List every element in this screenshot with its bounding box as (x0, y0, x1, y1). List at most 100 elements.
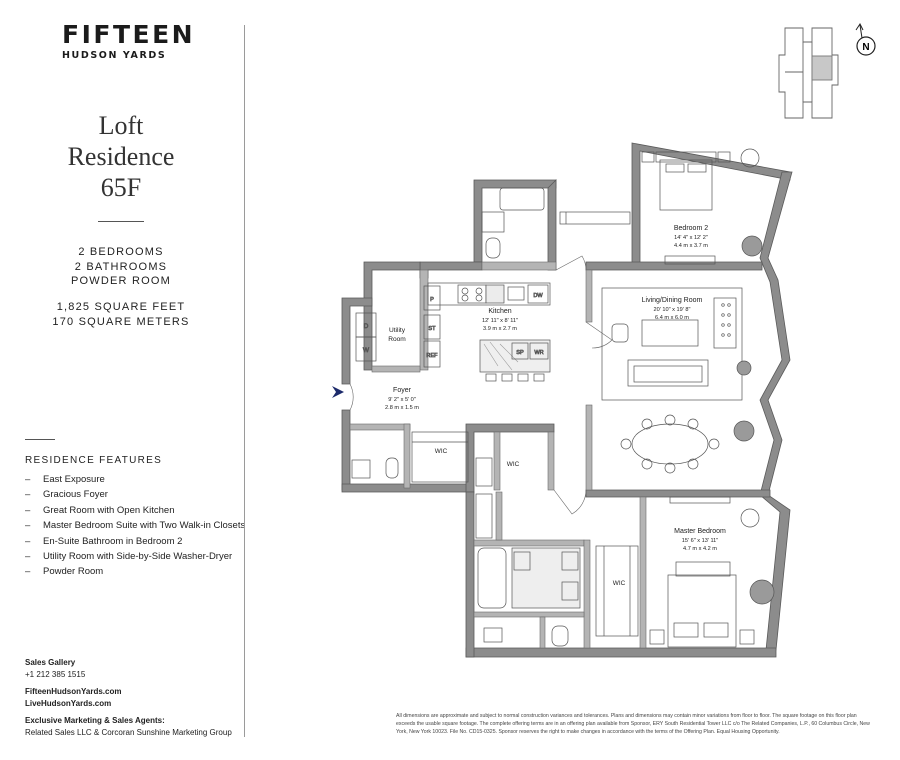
room-dim-metric-kitchen: 3.9 m x 2.7 m (483, 326, 517, 332)
room-name-foyer: Foyer (393, 387, 412, 394)
website-link[interactable]: LiveHudsonYards.com (25, 698, 112, 708)
wic-label: WIC (507, 461, 520, 468)
bed-icon (659, 159, 713, 211)
chair-icon (740, 148, 760, 168)
room-dim-metric-master: 4.7 m x 4.2 m (683, 546, 717, 552)
sales-phone: +1 212 385 1515 (25, 669, 86, 679)
website-links: FifteenHudsonYards.com LiveHudsonYards.c… (25, 686, 121, 709)
sink-icon (483, 627, 503, 643)
bathtub-icon (477, 547, 507, 609)
dishwasher-label: DW (533, 293, 543, 299)
wine-fridge-label: WR (534, 350, 543, 356)
feature-item: –Powder Room (25, 566, 104, 578)
room-dim-metric-bedroom2: 4.4 m x 3.7 m (674, 243, 708, 249)
plant-icon (749, 579, 775, 605)
features-divider (25, 439, 55, 440)
title-divider (98, 221, 144, 222)
floor-plan: N (332, 23, 876, 658)
residence-title-line: Residence (67, 142, 175, 171)
door-swings (349, 255, 613, 515)
sales-gallery-label: Sales Gallery (25, 658, 76, 667)
area-rug (601, 287, 743, 401)
room-dim-master: 15' 6" x 13' 11" (682, 538, 718, 544)
sales-contact: Sales Gallery +1 212 385 1515 (25, 657, 85, 680)
room-dim-metric-living: 6.4 m x 6.0 m (655, 315, 689, 321)
chair-icon (740, 508, 760, 528)
residence-title: Loft Residence 65F (40, 110, 202, 203)
feature-item: –Utility Room with Side-by-Side Washer-D… (25, 550, 233, 562)
brand-logo: FIFTEEN HUDSON YARDS (62, 20, 196, 62)
column-divider (244, 25, 245, 737)
features-list: –East Exposure –Gracious Foyer –Great Ro… (25, 472, 245, 580)
entry-arrow-icon (332, 386, 344, 398)
media-console (713, 297, 737, 349)
bathroom-count: 2 BATHROOMS (74, 260, 168, 273)
room-counts: 2 BEDROOMS 2 BATHROOMS POWDER ROOM (40, 245, 202, 289)
unit-location-highlight (811, 55, 833, 81)
room-dim-living: 20' 10" x 19' 8" (654, 307, 691, 313)
toilet-icon (485, 237, 501, 259)
wic-label: WIC (435, 448, 448, 455)
washer-dryer: D W (355, 312, 377, 362)
room-dim-foyer: 9' 2" x 5' 0" (388, 397, 416, 403)
kitchen-sink-icon (507, 286, 525, 301)
wic-label: WIC (613, 580, 626, 587)
website-link[interactable]: FifteenHudsonYards.com (25, 687, 122, 696)
north-compass-icon: N (855, 23, 876, 56)
toilet-icon (551, 625, 569, 647)
bathtub-icon (499, 187, 545, 211)
residence-title-line: 65F (100, 173, 142, 202)
brand-subname: HUDSON YARDS (62, 50, 167, 61)
brand-name: FIFTEEN (62, 20, 196, 49)
pantry-label: P (430, 297, 434, 303)
dining-table (631, 423, 709, 465)
powder-room-count: POWDER ROOM (71, 275, 171, 287)
room-name-kitchen: Kitchen (488, 308, 511, 315)
cooktop-icon (457, 284, 487, 304)
feature-item: –En-Suite Bathroom in Bedroom 2 (25, 535, 183, 547)
utility-room-label: Room (388, 336, 406, 343)
room-name-living: Living/Dining Room (642, 297, 703, 304)
living-room-furniture (601, 287, 755, 474)
exterior-walls (341, 142, 793, 658)
closet-bedroom2 (559, 211, 631, 225)
room-dim-kitchen: 12' 11" x 8' 11" (482, 318, 518, 324)
armchair-icon (611, 323, 629, 343)
features-heading: RESIDENCE FEATURES (25, 455, 163, 466)
bedroom-count: 2 BEDROOMS (78, 246, 164, 258)
square-meters: 170 SQUARE METERS (52, 315, 190, 328)
sofa-icon (627, 359, 709, 387)
room-labels: Bedroom 2 14' 4" x 12' 2" 4.4 m x 3.7 m … (385, 225, 726, 587)
sales-agents-names: Related Sales LLC & Corcoran Sunshine Ma… (25, 727, 232, 737)
plant-icon (741, 235, 763, 257)
washer-label: W (363, 347, 370, 354)
prep-sink-label: SP (516, 350, 524, 356)
bathroom-2-fixtures (481, 187, 631, 259)
dryer-label: D (364, 323, 369, 330)
residence-title-line: Loft (98, 111, 144, 140)
feature-item: –Gracious Foyer (25, 489, 108, 501)
powder-room-fixtures (351, 431, 493, 487)
compass-label: N (862, 42, 869, 53)
utility-room-label: Utility (389, 327, 406, 334)
plant-icon (733, 420, 755, 442)
room-name-master: Master Bedroom (674, 528, 726, 535)
bedroom-2-furniture (641, 148, 763, 265)
key-plan (778, 27, 839, 119)
refrigerator-label: REF (426, 353, 438, 359)
kitchen-fixtures: P ST REF DW SP WR (423, 282, 551, 382)
feature-item: –Master Bedroom Suite with Two Walk-in C… (25, 520, 246, 532)
feature-item: –Great Room with Open Kitchen (25, 504, 175, 516)
area-stats: 1,825 SQUARE FEET 170 SQUARE METERS (40, 300, 202, 329)
room-name-bedroom2: Bedroom 2 (674, 225, 708, 232)
coffee-table (641, 319, 699, 347)
bed-icon (667, 574, 737, 648)
room-dim-metric-foyer: 2.8 m x 1.5 m (385, 405, 419, 411)
room-dim-bedroom2: 14' 4" x 12' 2" (674, 235, 708, 241)
sales-agents: Exclusive Marketing & Sales Agents: Rela… (25, 715, 232, 738)
sales-agents-label: Exclusive Marketing & Sales Agents: (25, 716, 165, 725)
kitchen-island (479, 339, 551, 373)
square-feet: 1,825 SQUARE FEET (56, 301, 186, 313)
storage-label: ST (428, 326, 436, 332)
legal-disclaimer: All dimensions are approximate and subje… (396, 713, 870, 735)
